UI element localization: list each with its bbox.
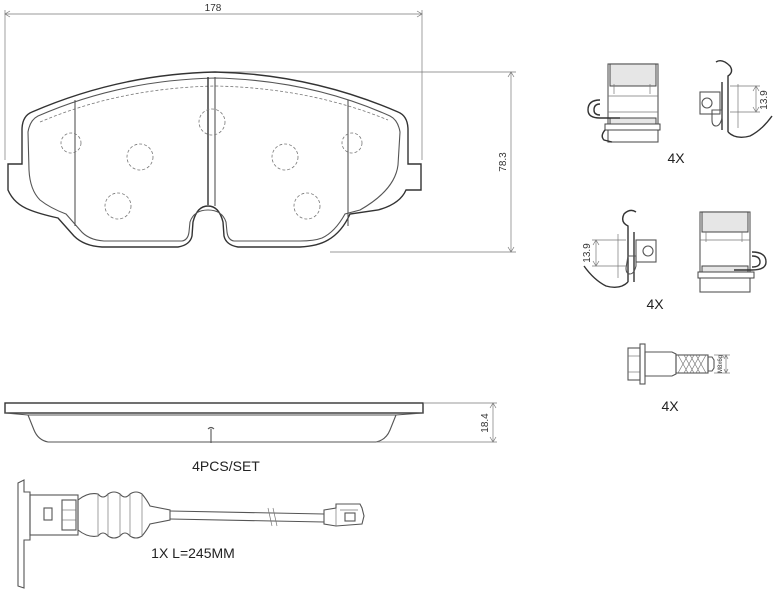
clip-b-height-dimension: 13.9	[582, 243, 593, 263]
pads-per-set-label: 4PCS/SET	[192, 458, 260, 474]
bolt-thread-dimension: M8x6g	[718, 355, 724, 373]
pad-front-view: 178 78.3	[4, 3, 516, 253]
clip-set-b-qty: 4X	[646, 296, 664, 312]
pad-height-dimension: 78.3	[498, 152, 509, 172]
pad-side-view: 18.4 4PCS/SET	[4, 402, 497, 474]
guide-bolt: M8x6g 4X	[627, 343, 730, 414]
clip-a-height-dimension: 13.9	[759, 90, 770, 110]
pad-width-dimension: 178	[205, 3, 222, 14]
clip-set-a-qty: 4X	[667, 150, 685, 166]
wear-sensor: 1X L=245MM	[17, 479, 365, 589]
sensor-spec-label: 1X L=245MM	[151, 545, 235, 561]
clip-set-a: 13.9 4X	[587, 59, 773, 166]
clip-set-b: 13.9 4X	[582, 209, 767, 312]
bolt-qty: 4X	[661, 398, 679, 414]
pad-thickness-dimension: 18.4	[480, 413, 491, 433]
